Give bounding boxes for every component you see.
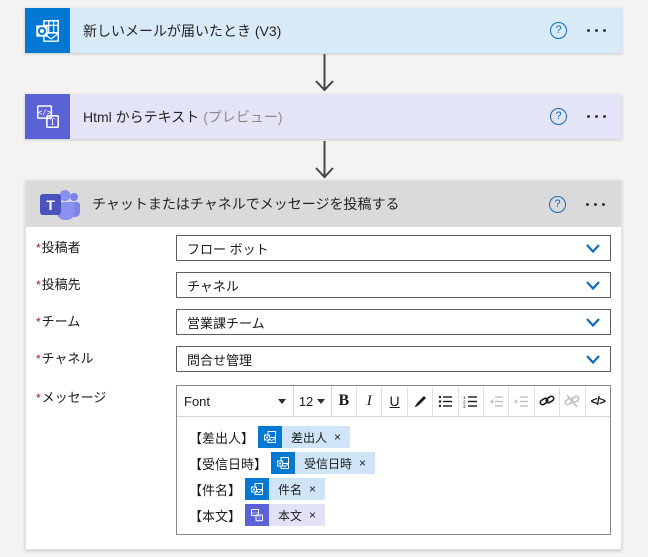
svg-text:T: T <box>258 516 261 521</box>
svg-text:</>: </> <box>252 511 259 515</box>
underline-button[interactable]: U <box>382 386 408 416</box>
outdent-icon[interactable] <box>484 386 510 416</box>
html-to-text-icon: </> T <box>25 94 70 139</box>
step-card-html-to-text[interactable]: </> T Html からテキスト(プレビュー) ? <box>25 94 622 139</box>
step-card-teams-post-message: T チャットまたはチャネルでメッセージを投稿する ? *投稿者 フロー ボット … <box>25 180 622 550</box>
font-size-dropdown[interactable]: 12 <box>294 386 332 416</box>
step-title: Html からテキスト(プレビュー) <box>83 108 283 125</box>
dynamic-token-sender[interactable]: 差出人× <box>258 426 351 448</box>
message-line: 【本文】 </>T 本文× <box>189 502 598 528</box>
dropdown-team[interactable]: 営業課チーム <box>176 309 611 335</box>
svg-text:T: T <box>49 116 55 126</box>
dynamic-token-received-time[interactable]: 受信日時× <box>271 452 376 474</box>
message-line: 【差出人】 差出人× <box>189 424 598 450</box>
caret-down-icon <box>317 398 326 404</box>
field-label-poster: *投稿者 <box>36 240 81 255</box>
svg-text:</>: </> <box>37 108 51 117</box>
message-content[interactable]: 【差出人】 差出人× 【受信日時】 受信日時× <box>177 417 610 535</box>
field-label-post-in: *投稿先 <box>36 277 81 292</box>
italic-button[interactable]: I <box>357 386 383 416</box>
help-icon[interactable]: ? <box>549 195 566 213</box>
connector-arrow <box>315 54 334 92</box>
more-menu-icon[interactable] <box>585 25 608 36</box>
message-line: 【件名】 件名× <box>189 476 598 502</box>
outlook-icon <box>271 452 296 474</box>
unlink-icon[interactable] <box>560 386 586 416</box>
bullet-list-icon[interactable] <box>433 386 459 416</box>
chevron-down-icon <box>586 281 600 291</box>
dynamic-token-subject[interactable]: 件名× <box>245 478 326 500</box>
dynamic-token-body[interactable]: </>T 本文× <box>245 504 326 526</box>
remove-token-icon[interactable]: × <box>309 482 317 496</box>
step-title: チャットまたはチャネルでメッセージを投稿する <box>92 196 400 212</box>
more-menu-icon[interactable] <box>584 199 607 210</box>
svg-text:T: T <box>46 197 55 213</box>
highlight-pen-icon[interactable] <box>408 386 434 416</box>
dropdown-post-in[interactable]: チャネル <box>176 272 611 298</box>
svg-text:3: 3 <box>463 404 466 408</box>
bold-button[interactable]: B <box>332 386 357 416</box>
step-card-new-email-trigger[interactable]: 新しいメールが届いたとき (V3) ? <box>25 8 622 53</box>
outlook-icon <box>245 478 270 500</box>
field-label-team: *チーム <box>36 314 81 329</box>
chevron-down-icon <box>586 244 600 254</box>
font-family-dropdown[interactable]: Font <box>177 386 294 416</box>
link-icon[interactable] <box>535 386 561 416</box>
more-menu-icon[interactable] <box>585 111 608 122</box>
indent-icon[interactable] <box>509 386 535 416</box>
chevron-down-icon <box>586 355 600 365</box>
step-title: 新しいメールが届いたとき (V3) <box>83 22 282 39</box>
dropdown-channel[interactable]: 問合せ管理 <box>176 346 611 372</box>
remove-token-icon[interactable]: × <box>359 456 367 470</box>
html-to-text-icon: </>T <box>245 504 270 526</box>
svg-text:2: 2 <box>463 399 466 404</box>
chevron-down-icon <box>586 318 600 328</box>
message-line: 【受信日時】 受信日時× <box>189 450 598 476</box>
field-label-message: *メッセージ <box>36 390 107 405</box>
connector-arrow <box>315 141 334 179</box>
code-view-button[interactable]: </> <box>590 394 606 408</box>
teams-icon: T <box>36 187 84 221</box>
step-header[interactable]: T チャットまたはチャネルでメッセージを投稿する ? <box>26 181 621 227</box>
help-icon[interactable]: ? <box>550 108 567 125</box>
outlook-icon <box>258 426 283 448</box>
dropdown-poster[interactable]: フロー ボット <box>176 235 611 261</box>
field-label-channel: *チャネル <box>36 351 94 366</box>
svg-text:1: 1 <box>463 395 466 400</box>
caret-down-icon <box>277 398 286 404</box>
remove-token-icon[interactable]: × <box>334 430 342 444</box>
outlook-icon <box>25 8 70 53</box>
help-icon[interactable]: ? <box>550 22 567 39</box>
remove-token-icon[interactable]: × <box>309 508 317 522</box>
